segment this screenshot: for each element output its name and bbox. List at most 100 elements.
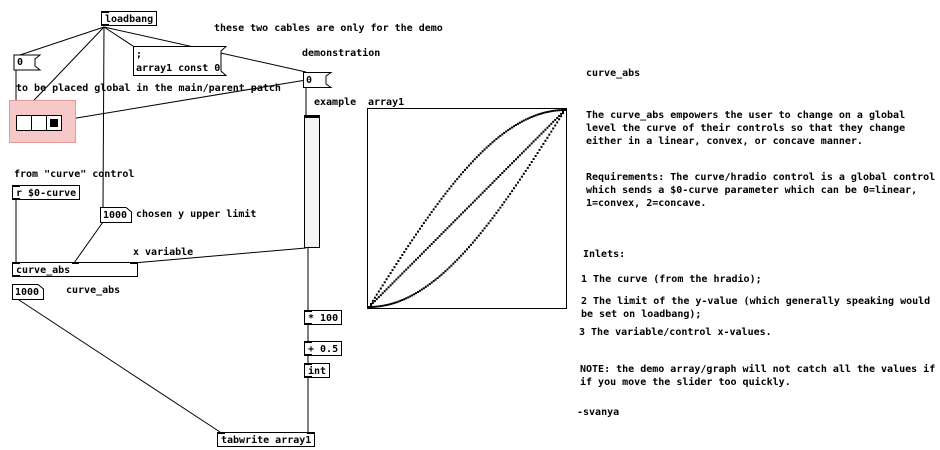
array-point (395, 301, 398, 304)
array-point (550, 110, 553, 113)
array-point (503, 131, 506, 134)
demo-zero-message-box[interactable]: 0 (303, 72, 333, 88)
array-point (540, 112, 543, 115)
array-point (509, 192, 512, 195)
array-point (415, 233, 417, 236)
array-point (546, 136, 549, 139)
array-point (424, 285, 427, 288)
loadbang-object[interactable]: loadbang (101, 11, 158, 26)
array-point (385, 304, 388, 306)
array-point (481, 150, 484, 153)
output-number-box[interactable]: 1000 (12, 284, 44, 300)
curve-abs-object[interactable]: curve_abs (12, 262, 138, 277)
array-point (520, 152, 523, 155)
array-point (471, 160, 474, 163)
array-point (522, 150, 525, 153)
array-point (373, 305, 376, 308)
array-point (556, 121, 559, 124)
array-point (430, 281, 433, 284)
array-point (526, 117, 529, 120)
array-point (501, 172, 504, 174)
hradio-selected-dot (50, 119, 58, 127)
array-const-message-box[interactable]: ; array1 const 0 (133, 46, 227, 76)
array-point (520, 175, 523, 178)
multiply-object[interactable]: * 100 (304, 310, 343, 325)
array-point (505, 168, 508, 171)
array-point (517, 122, 519, 125)
tabwrite-object[interactable]: tabwrite array1 (217, 432, 316, 447)
array-point (505, 130, 508, 133)
array-point (419, 254, 421, 257)
array-point (444, 192, 447, 195)
array-point (413, 236, 416, 239)
array-point (464, 209, 466, 212)
add-object[interactable]: + 0.5 (304, 341, 343, 356)
array-point (468, 164, 470, 167)
array-point (450, 185, 453, 188)
array-point (489, 143, 492, 146)
array-point (446, 268, 449, 271)
array-point (524, 118, 527, 121)
array-point (513, 160, 515, 163)
zero-message-box[interactable]: 0 (13, 54, 42, 71)
array-graph[interactable] (367, 108, 567, 309)
curve-hradio[interactable] (16, 115, 64, 131)
array-point (379, 287, 382, 290)
array-point (558, 118, 561, 121)
array-point (375, 298, 378, 301)
array-point (428, 213, 431, 216)
int-object[interactable]: int (304, 363, 331, 378)
array-point (560, 109, 563, 112)
array-point (370, 306, 372, 308)
hradio-cell[interactable] (16, 115, 32, 131)
array-point (420, 252, 423, 255)
vertical-slider[interactable] (304, 115, 320, 248)
receive-object[interactable]: r $0-curve (12, 185, 81, 200)
array-point (552, 120, 555, 123)
array-point (497, 136, 500, 139)
slider-knob[interactable] (305, 116, 319, 118)
array-point (511, 162, 514, 165)
array-point (507, 195, 510, 198)
array-point (409, 295, 412, 298)
array-point (460, 213, 463, 216)
hradio-cell[interactable] (46, 115, 62, 131)
array-point (511, 190, 514, 193)
array-point (546, 126, 549, 129)
array-point (536, 113, 539, 116)
array-point (481, 229, 484, 232)
array-point (503, 170, 506, 173)
array-point (479, 232, 482, 235)
array-point (493, 179, 496, 182)
upper-limit-number-box[interactable]: 1000 (100, 207, 132, 223)
array-point (491, 181, 494, 184)
array-point (518, 178, 521, 181)
array-point (422, 287, 425, 290)
array-point (540, 145, 543, 148)
array-point (411, 262, 414, 265)
array-point (440, 273, 443, 276)
array-point (407, 296, 410, 299)
array-point (489, 219, 492, 222)
array-point (371, 305, 374, 308)
array-point (430, 243, 433, 245)
array-point (426, 246, 429, 249)
array-point (373, 300, 376, 303)
array-point (526, 166, 529, 169)
array-point (450, 223, 453, 226)
array-point (491, 217, 494, 220)
array-point (532, 140, 535, 143)
hradio-cell[interactable] (31, 115, 47, 131)
array-point (405, 297, 408, 300)
array-point (497, 176, 500, 178)
array-point (450, 264, 453, 267)
array-point (505, 198, 508, 201)
array-point (452, 262, 455, 265)
array-point (556, 109, 559, 112)
array-point (432, 208, 435, 211)
array-point (477, 154, 480, 157)
array-point (507, 129, 510, 132)
array-point (518, 121, 521, 124)
array-point (499, 206, 502, 209)
array-point (497, 209, 500, 212)
